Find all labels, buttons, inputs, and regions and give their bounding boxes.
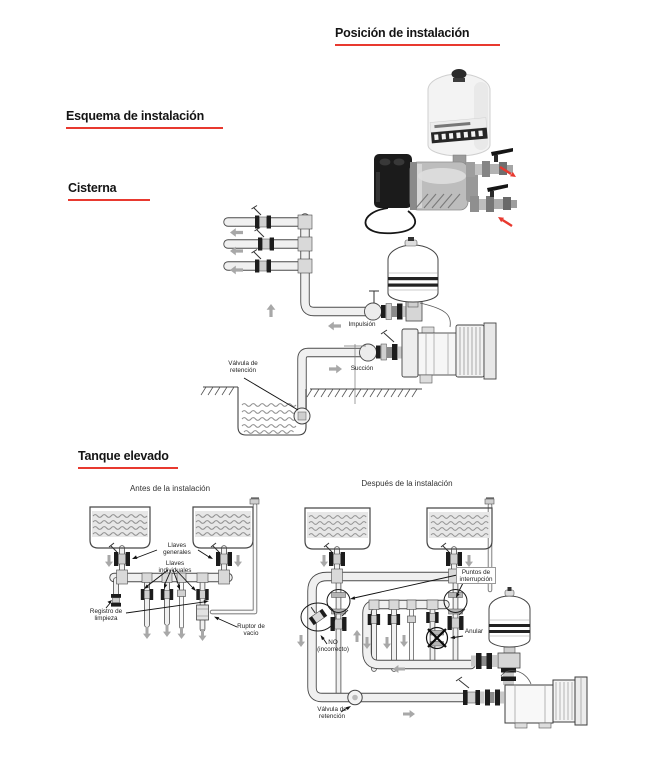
label-registro-limpieza: Registro de limpieza: [89, 608, 123, 623]
suction-valve: [470, 184, 517, 212]
despues-diagram: Puntos de interrupción Anular NO (incorr…: [293, 497, 645, 767]
outlet-valve: [251, 205, 271, 229]
red-flow-arrow-in: [498, 217, 513, 228]
llave-individual: [196, 589, 209, 600]
caption-despues: Después de la instalación: [361, 479, 453, 488]
ruptor-vacio-fitting: [196, 604, 209, 621]
motor-block: [374, 154, 412, 208]
anular-fitting: [425, 626, 449, 650]
despues-schematic: [297, 497, 588, 729]
power-cord: [364, 207, 417, 235]
cisterna-diagram: Impulsión Succión Válvula de retención: [198, 203, 510, 449]
label-llaves-individuales: Llaves individuales: [158, 560, 192, 575]
outlet-valve: [251, 249, 271, 273]
discharge-union: [364, 302, 382, 321]
water-tank: [89, 506, 151, 549]
pump-unit: [401, 302, 497, 384]
llave-general: [210, 542, 232, 566]
label-impulsion: Impulsión: [348, 321, 376, 328]
suction-union: [359, 343, 377, 362]
water-tank: [304, 507, 371, 550]
llave-general: [440, 542, 462, 566]
pressure-tank: [387, 237, 439, 308]
label-valvula-retencion: Válvula de retención: [317, 706, 347, 721]
label-ruptor-vacio: Ruptor de vacío: [237, 623, 265, 638]
llave-general: [108, 542, 130, 566]
heading-esquema-instalacion: Esquema de instalación: [66, 109, 223, 129]
llave-individual: [160, 589, 174, 600]
heading-posicion-instalacion: Posición de instalación: [335, 26, 500, 46]
caption-antes: Antes de la instalación: [129, 484, 211, 493]
product-photo-pump: [358, 60, 542, 244]
label-valvula-retencion: Válvula de retención: [228, 360, 258, 375]
antes-schematic: [89, 497, 260, 641]
water-tank: [192, 506, 254, 549]
tank-label-band: [429, 117, 488, 144]
label-puntos-interrupcion: Puntos de interrupción: [456, 567, 496, 585]
label-no-incorrecto: NO (incorrecto): [317, 639, 349, 654]
punto-interrupcion-left: [326, 589, 351, 615]
punto-interrupcion-right: [443, 589, 468, 615]
heading-cisterna: Cisterna: [68, 181, 150, 201]
no-incorrecto-valve: [300, 602, 336, 632]
antes-diagram: Llaves generales Llaves individuales Reg…: [80, 497, 290, 657]
suction-ball-valve: [455, 676, 480, 705]
pump-unit: [500, 670, 588, 729]
valve: [447, 608, 466, 630]
registro-limpieza-fitting: [111, 594, 121, 607]
llave-individual: [140, 589, 154, 600]
llave-individual: [407, 615, 416, 623]
llave-individual: [177, 589, 186, 597]
outlet-valve: [254, 227, 274, 251]
red-flow-arrow-out: [499, 165, 516, 177]
label-anular: Anular: [464, 628, 484, 635]
pump-photo-illustration: [364, 69, 517, 235]
cistern-tank: [237, 387, 307, 436]
llave-individual: [367, 614, 381, 625]
heading-tanque-elevado: Tanque elevado: [78, 449, 178, 469]
llave-general: [323, 542, 345, 566]
pump-tee: [497, 652, 521, 669]
pressure-tank: [488, 587, 531, 654]
label-succion: Succión: [350, 365, 374, 372]
llave-individual: [387, 614, 401, 625]
water-tank: [426, 507, 493, 550]
llave-individual: [426, 612, 439, 623]
cisterna-schematic: [200, 205, 497, 436]
label-llaves-generales: Llaves generales: [163, 542, 191, 557]
